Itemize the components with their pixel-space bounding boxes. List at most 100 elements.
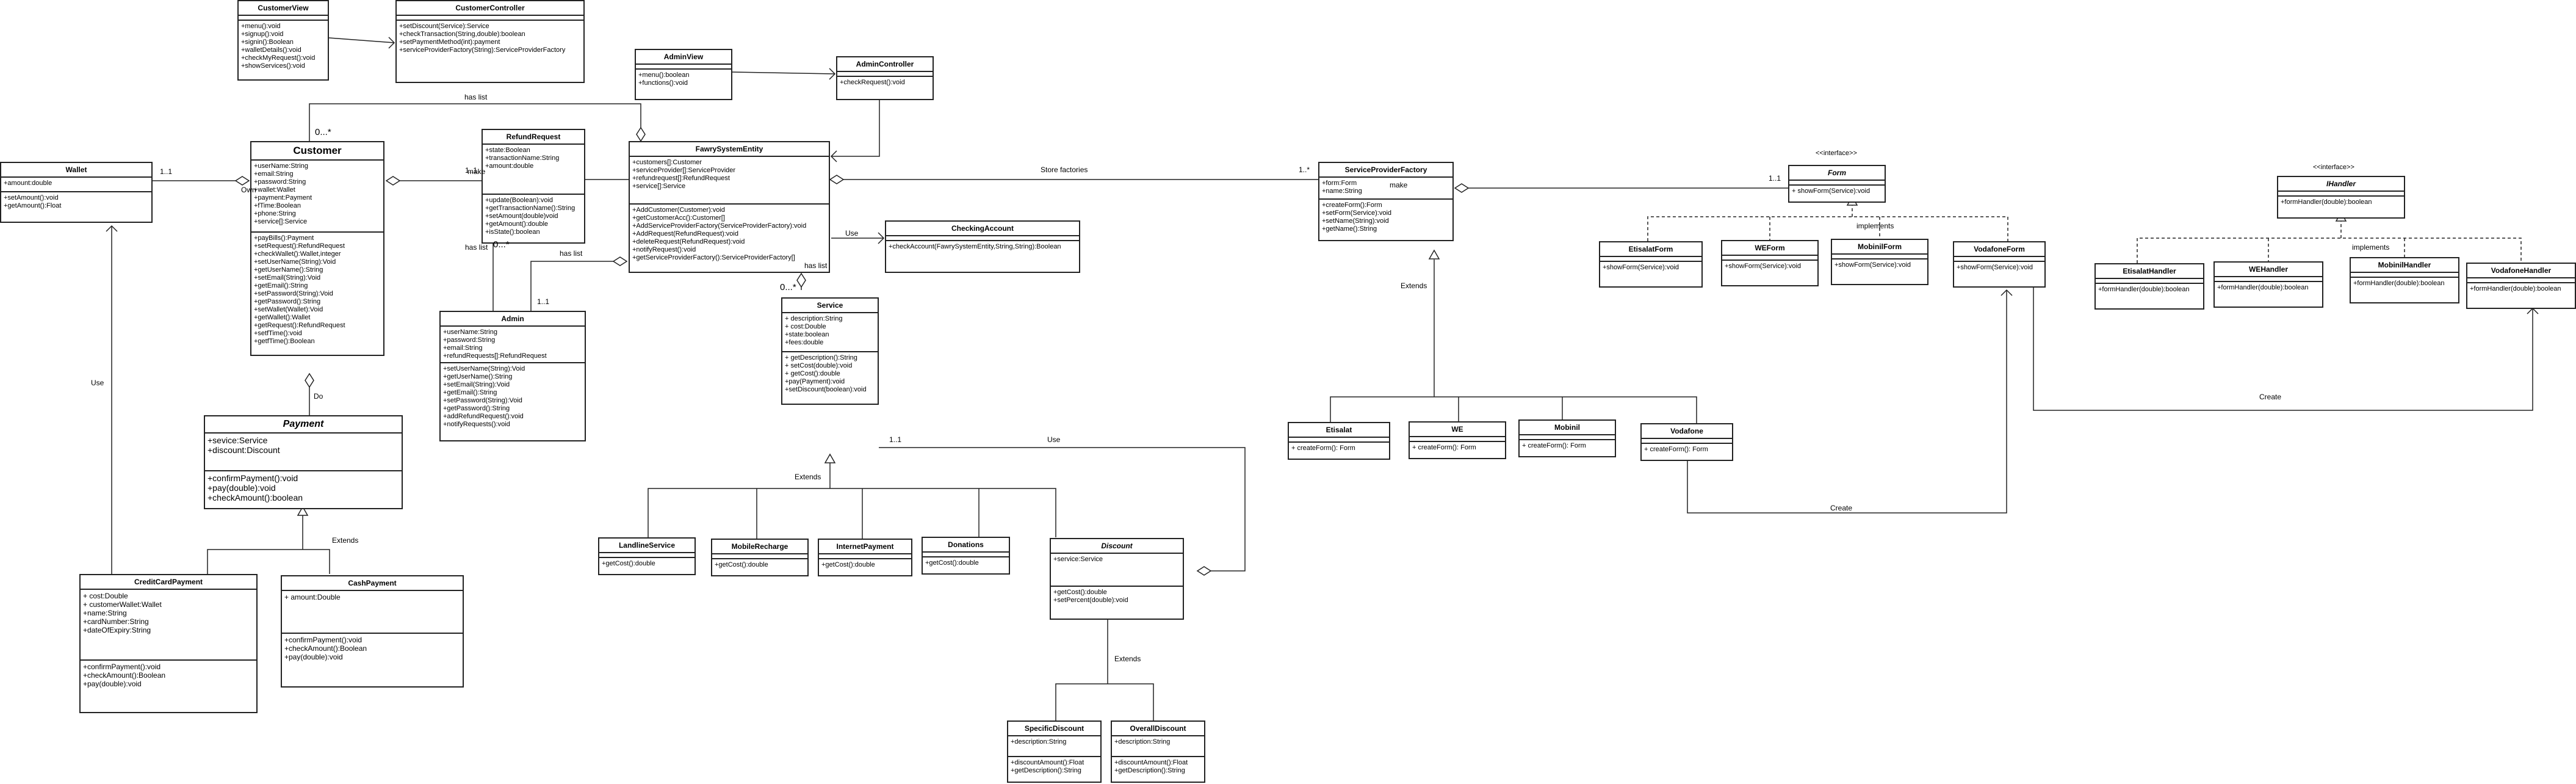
- label-multiplicity: 0...*: [315, 127, 331, 137]
- class-mobinil-handler: MobinilHandler+formHandler(double):boole…: [2350, 257, 2459, 303]
- class-title: Admin: [501, 314, 524, 323]
- class-name: WEForm: [1722, 241, 1817, 256]
- class-customer: Customer +userName:String+email:String+pa…: [250, 141, 384, 356]
- class-title: Donations: [948, 540, 984, 549]
- class-title: FawrySystemEntity: [695, 145, 763, 153]
- attributes-section: +description:String: [1112, 736, 1204, 757]
- method: +setDiscount(Service):Service: [399, 23, 489, 30]
- attributes-section: [886, 236, 1079, 241]
- methods-section: +setDiscount(Service):Service+checkTrans…: [397, 21, 583, 82]
- methods-section: +discountAmount():Float+getDescription()…: [1112, 757, 1204, 782]
- attribute: +userName:String: [443, 328, 497, 336]
- attribute: +customers[]:Customer: [632, 159, 702, 166]
- attribute: +dateOfExpiry:String: [83, 626, 151, 634]
- attributes-section: [2096, 279, 2203, 284]
- arrow-head: [829, 68, 836, 80]
- class-wehandler: WEHandler+formHandler(double):boolean: [2213, 261, 2323, 308]
- class-name: <<interface>>IHandler: [2278, 177, 2404, 192]
- method: +getEmail():String: [254, 282, 308, 289]
- method: + setCost(double):void: [785, 362, 853, 369]
- class-etisalat: Etisalat+ createForm(): Form: [1288, 422, 1390, 460]
- method: +showServices():void: [241, 62, 305, 70]
- class-discount: Discount+service:Service+getCost():doubl…: [1050, 538, 1184, 620]
- class-name: Wallet: [1, 163, 151, 178]
- method: +checkWallet():Wallet,integer: [254, 250, 341, 258]
- class-name: CheckingAccount: [886, 222, 1079, 236]
- class-title: WEHandler: [2248, 265, 2288, 274]
- method: + getDescription():String: [785, 354, 857, 361]
- relationship-line: [328, 37, 395, 43]
- methods-section: +formHandler(double):boolean: [2096, 284, 2203, 308]
- class-title: Customer: [293, 145, 342, 156]
- class-admin-view: AdminView +menu():boolean+functions():voi…: [635, 49, 732, 100]
- methods-section: +setAmount():void+getAmount():Float: [1, 192, 151, 222]
- method: +addRefundRequest():void: [443, 413, 524, 420]
- aggregation-diamond: [234, 176, 250, 186]
- methods-section: +showForm(Service):void: [1954, 262, 2044, 286]
- methods-section: +payBills():Payment+setRequest():RefundR…: [251, 233, 383, 355]
- attribute: +password:String: [443, 336, 496, 344]
- class-internet-payment: InternetPayment+getCost():double: [818, 539, 912, 576]
- attributes-section: [1410, 437, 1505, 442]
- class-title: CheckingAccount: [951, 224, 1014, 233]
- attributes-section: +userName:String+email:String+password:S…: [251, 161, 383, 233]
- attributes-section: + amount:Double: [282, 591, 463, 634]
- method: +payBills():Payment: [254, 234, 314, 242]
- attributes-section: + description:String+ cost:Double+state:…: [782, 313, 878, 352]
- attribute: +state:boolean: [785, 331, 829, 338]
- method: +walletDetails():void: [241, 46, 301, 54]
- methods-section: +menu():boolean+functions():void: [636, 70, 731, 99]
- attribute: +description:String: [1114, 738, 1171, 746]
- relationship-line: [1055, 683, 1154, 720]
- method: +menu():boolean: [638, 71, 690, 79]
- method: +getEmail():String: [443, 389, 497, 396]
- class-title: EtisalatForm: [1628, 245, 1673, 253]
- attribute: +name:String: [83, 609, 127, 617]
- methods-section: +discountAmount():Float+getDescription()…: [1008, 757, 1100, 782]
- methods-section: +showForm(Service):void: [1832, 260, 1927, 284]
- class-title: AdminView: [663, 53, 704, 61]
- arrow-head: [388, 37, 395, 49]
- label-multiplicity-refund: 1..1: [465, 166, 478, 175]
- method: + getCost():double: [785, 370, 840, 377]
- class-name: SpecificDiscount: [1008, 722, 1100, 736]
- method: +checkAmount():boolean: [207, 493, 303, 503]
- methods-section: +checkAccount(FawrySystemEntity,String,S…: [886, 241, 1079, 272]
- method: +getName():String: [1322, 225, 1377, 233]
- method: +setPassword(String):Void: [443, 397, 522, 404]
- method: +checkRequest():void: [840, 79, 905, 86]
- method: +setPercent(double):void: [1053, 597, 1128, 604]
- attributes-section: [599, 553, 695, 558]
- class-name: <<interface>>Form: [1789, 166, 1885, 181]
- attribute: +userName:String: [254, 162, 308, 170]
- relationship-line: [1330, 396, 1697, 423]
- methods-section: + createForm(): Form: [1520, 440, 1615, 456]
- method: +setDiscount(boolean):void: [785, 386, 867, 393]
- method: +checkAccount(FawrySystemEntity,String,S…: [889, 243, 1061, 250]
- attributes-section: [1789, 181, 1885, 186]
- class-wallet: Wallet+amount:double+setAmount():void+ge…: [0, 162, 153, 223]
- method: +formHandler(double):boolean: [2470, 285, 2561, 292]
- method: +AddRequest(RefundRequest):void: [632, 230, 738, 238]
- method: +confirmPayment():void: [284, 636, 363, 644]
- class-name: EtisalatForm: [1600, 242, 1701, 257]
- label-multiplicity: 0...*: [780, 282, 796, 292]
- label-multiplicity: 0...*: [493, 239, 510, 250]
- attributes-section: [837, 72, 933, 77]
- attribute: +service:Service: [1053, 556, 1103, 563]
- aggregation-diamond: [796, 272, 806, 288]
- attribute: +state:Boolean: [485, 147, 530, 154]
- attribute: +sevice:Service: [207, 435, 268, 445]
- class-title: Service: [817, 301, 843, 310]
- method: +getCost():double: [925, 559, 979, 567]
- class-name: CashPayment: [282, 576, 463, 591]
- methods-section: +showForm(Service):void: [1600, 262, 1701, 286]
- method: +checkAmount():Boolean: [83, 671, 166, 680]
- methods-section: +formHandler(double):boolean: [2278, 197, 2404, 217]
- method: +getCost():double: [715, 561, 768, 568]
- class-title: MobinilHandler: [2378, 261, 2431, 269]
- method: +AddCustomer(Customer):void: [632, 206, 725, 214]
- attribute: +refundrequest[]:RefundRequest: [632, 175, 730, 182]
- attribute: +amount:double: [485, 162, 534, 170]
